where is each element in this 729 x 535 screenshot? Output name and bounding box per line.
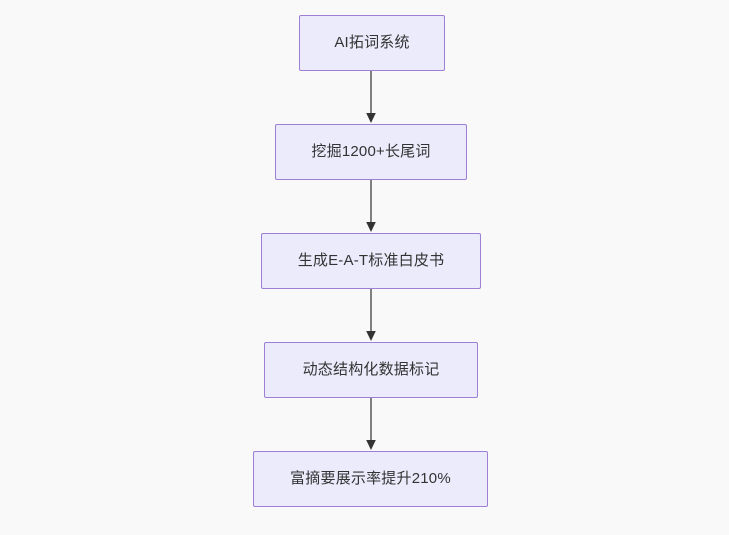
flowchart-node-ai-keyword-system[interactable]: AI拓词系统 — [299, 15, 445, 71]
node-label: 挖掘1200+长尾词 — [311, 143, 431, 160]
arrow-icon — [366, 398, 376, 450]
flowchart-node-eat-whitepaper[interactable]: 生成E-A-T标准白皮书 — [261, 233, 481, 289]
flowchart-node-structured-data-markup[interactable]: 动态结构化数据标记 — [264, 342, 478, 398]
node-label: AI拓词系统 — [334, 34, 410, 51]
node-label: 生成E-A-T标准白皮书 — [297, 252, 445, 269]
connector-n3-n4 — [363, 289, 379, 342]
flowchart-node-longtail-mining[interactable]: 挖掘1200+长尾词 — [275, 124, 467, 180]
connector-n4-n5 — [363, 398, 379, 451]
arrow-icon — [366, 180, 376, 232]
connector-n1-n2 — [363, 71, 379, 124]
arrow-icon — [366, 289, 376, 341]
node-label: 富摘要展示率提升210% — [290, 470, 451, 487]
connector-n2-n3 — [363, 180, 379, 233]
node-label: 动态结构化数据标记 — [302, 361, 440, 378]
arrow-icon — [366, 71, 376, 123]
flowchart-node-rich-snippet-result[interactable]: 富摘要展示率提升210% — [253, 451, 488, 507]
